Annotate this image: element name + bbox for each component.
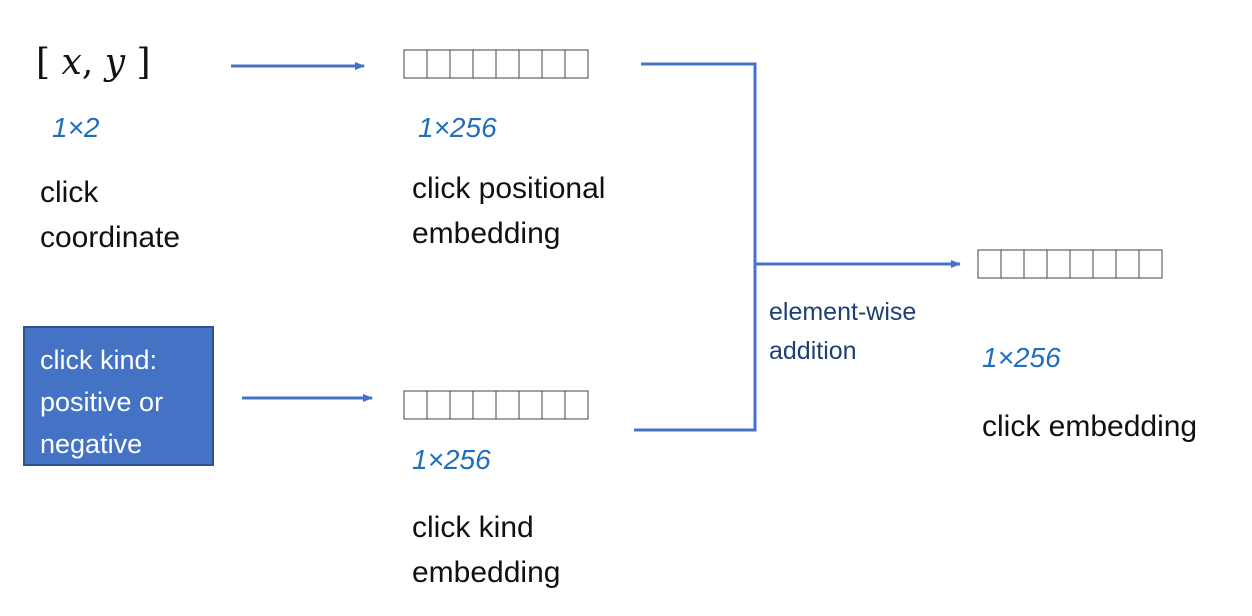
output-embedding-vector [977, 249, 1163, 279]
positional-embedding-vector [403, 49, 589, 79]
vector-cell [518, 49, 543, 79]
coord-x: x [61, 42, 82, 83]
operation-label-line1: element-wise [769, 298, 917, 326]
connector-kind [634, 264, 757, 432]
vector-cell [449, 390, 474, 420]
open-bracket: [ [36, 42, 51, 83]
vector-cell [495, 390, 520, 420]
click-kind-box-text: click kind: positive or negative [40, 339, 163, 465]
vector-cell [403, 49, 428, 79]
kind-embedding-dim: 1×256 [412, 444, 491, 475]
click-kind-line3: negative [40, 429, 143, 459]
coord-comma: , [81, 42, 94, 83]
vector-cell [403, 390, 428, 420]
vector-cell [472, 390, 497, 420]
operation-label-line2: addition [769, 337, 857, 365]
vector-cell [1069, 249, 1094, 279]
vector-cell [1023, 249, 1048, 279]
kind-embedding-label-line2: embedding [412, 556, 561, 589]
vector-cell [449, 49, 474, 79]
vector-cell [1115, 249, 1140, 279]
positional-embedding-label-line1: click positional [412, 172, 606, 205]
close-bracket: ] [136, 42, 151, 83]
vector-cell [495, 49, 520, 79]
vector-cell [1138, 249, 1163, 279]
vector-cell [541, 390, 566, 420]
output-embedding-dim: 1×256 [982, 342, 1061, 373]
vector-cell [564, 49, 589, 79]
coord-y: y [104, 42, 126, 83]
positional-embedding-dim: 1×256 [418, 112, 497, 143]
click-kind-line2: positive or [40, 387, 164, 417]
vector-cell [541, 49, 566, 79]
coordinate-label-line2: coordinate [40, 221, 181, 254]
kind-embedding-label-line1: click kind [412, 511, 534, 544]
vector-cell [1046, 249, 1071, 279]
coordinate-dim: 1×2 [52, 112, 100, 143]
click-kind-box [23, 326, 214, 466]
coordinate-expression: [ x, y ] [36, 42, 151, 83]
output-embedding-label: click embedding [982, 410, 1198, 443]
vector-cell [1092, 249, 1117, 279]
kind-embedding-vector [403, 390, 589, 420]
vector-cell [977, 249, 1002, 279]
connector-positional [641, 62, 757, 264]
vector-cell [1000, 249, 1025, 279]
vector-cell [472, 49, 497, 79]
coordinate-label-line1: click [40, 176, 99, 209]
vector-cell [564, 390, 589, 420]
vector-cell [426, 49, 451, 79]
click-kind-line1: click kind: [40, 345, 158, 375]
vector-cell [426, 390, 451, 420]
vector-cell [518, 390, 543, 420]
positional-embedding-label-line2: embedding [412, 217, 561, 250]
